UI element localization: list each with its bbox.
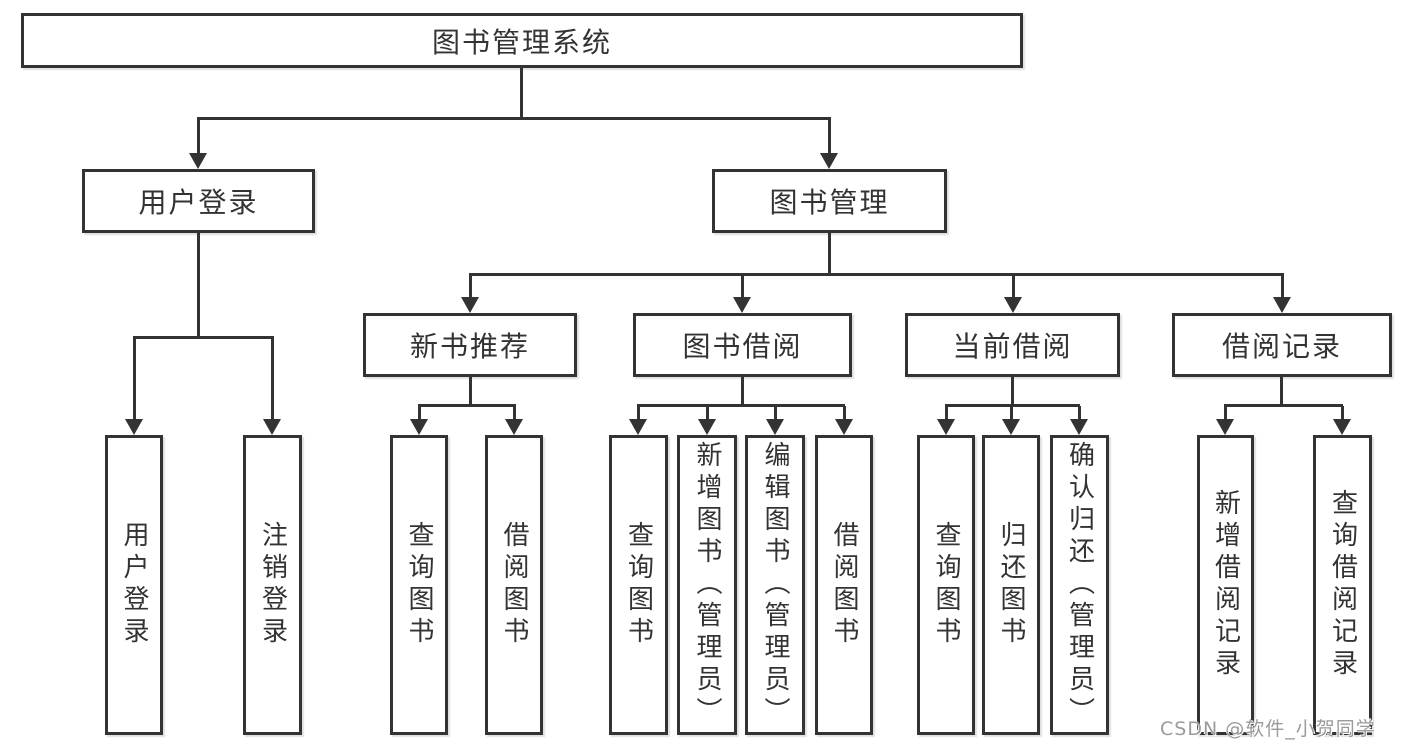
node-leaf-logout: 注销登录 bbox=[243, 435, 302, 735]
node-leaf-query-books-1: 查询图书 bbox=[390, 435, 448, 735]
connector-line bbox=[945, 404, 1080, 407]
connector-line bbox=[197, 117, 831, 120]
node-leaf-confirm-return-admin: 确认归还（管理员） bbox=[1050, 435, 1109, 735]
node-label: 新增图书（管理员） bbox=[692, 441, 722, 729]
node-leaf-query-books-2: 查询图书 bbox=[609, 435, 668, 735]
node-book-borrowing: 图书借阅 bbox=[633, 313, 852, 377]
connector-line bbox=[1280, 377, 1283, 407]
node-leaf-add-books-admin: 新增图书（管理员） bbox=[677, 435, 737, 735]
node-leaf-borrow-books-1: 借阅图书 bbox=[485, 435, 543, 735]
arrow-down-icon bbox=[410, 406, 429, 435]
connector-line bbox=[520, 68, 523, 119]
node-label: 用户登录 bbox=[138, 186, 259, 219]
node-label: 查询图书 bbox=[931, 521, 961, 649]
connector-line bbox=[1224, 404, 1343, 407]
node-label: 借阅记录 bbox=[1221, 330, 1342, 363]
arrow-down-icon bbox=[629, 406, 648, 435]
connector-line bbox=[1011, 377, 1014, 407]
connector-line bbox=[197, 233, 200, 339]
watermark: CSDN @软件_小贺同学 bbox=[1160, 718, 1376, 740]
node-leaf-return-books: 归还图书 bbox=[982, 435, 1040, 735]
connector-line bbox=[741, 377, 744, 407]
node-leaf-query-books-3: 查询图书 bbox=[917, 435, 975, 735]
arrow-down-icon bbox=[820, 119, 839, 169]
connector-line bbox=[637, 404, 845, 407]
connector-line bbox=[418, 404, 516, 407]
node-leaf-query-borrow-record: 查询借阅记录 bbox=[1313, 435, 1372, 735]
node-leaf-add-borrow-record: 新增借阅记录 bbox=[1197, 435, 1254, 735]
arrow-down-icon bbox=[1070, 406, 1089, 435]
node-label: 图书管理 bbox=[769, 186, 890, 219]
node-label: 编辑图书（管理员） bbox=[760, 441, 790, 729]
node-book-management: 图书管理 bbox=[712, 169, 947, 233]
connector-line bbox=[469, 377, 472, 407]
node-label: 图书借阅 bbox=[682, 330, 803, 363]
arrow-down-icon bbox=[766, 406, 785, 435]
node-label: 确认归还（管理员） bbox=[1064, 441, 1095, 729]
node-label: 查询图书 bbox=[623, 521, 654, 649]
node-leaf-borrow-books-2: 借阅图书 bbox=[815, 435, 873, 735]
arrow-down-icon bbox=[1002, 406, 1021, 435]
node-leaf-user-login: 用户登录 bbox=[105, 435, 163, 735]
node-user-login-group: 用户登录 bbox=[82, 169, 315, 233]
arrow-down-icon bbox=[461, 275, 480, 313]
arrow-down-icon bbox=[698, 406, 717, 435]
node-label: 查询借阅记录 bbox=[1327, 489, 1358, 681]
node-leaf-edit-books-admin: 编辑图书（管理员） bbox=[745, 435, 805, 735]
arrow-down-icon bbox=[1004, 275, 1023, 313]
arrow-down-icon bbox=[189, 119, 208, 169]
node-label: 借阅图书 bbox=[829, 521, 859, 649]
arrow-down-icon bbox=[1273, 275, 1292, 313]
arrow-down-icon bbox=[125, 338, 144, 435]
node-label: 当前借阅 bbox=[952, 330, 1073, 363]
node-library-management-system: 图书管理系统 bbox=[21, 13, 1023, 68]
node-borrowing-records: 借阅记录 bbox=[1172, 313, 1392, 377]
node-label: 查询图书 bbox=[404, 521, 434, 649]
arrow-down-icon bbox=[733, 275, 752, 313]
connector-line bbox=[133, 336, 274, 339]
node-label: 图书管理系统 bbox=[431, 25, 612, 59]
node-new-book-recommend: 新书推荐 bbox=[363, 313, 577, 377]
arrow-down-icon bbox=[1333, 406, 1352, 435]
node-label: 新增借阅记录 bbox=[1210, 489, 1241, 681]
node-current-borrowing: 当前借阅 bbox=[905, 313, 1120, 377]
arrow-down-icon bbox=[263, 338, 282, 435]
arrow-down-icon bbox=[505, 406, 524, 435]
node-label: 归还图书 bbox=[996, 521, 1026, 649]
connector-line bbox=[469, 273, 1284, 276]
node-label: 借阅图书 bbox=[499, 521, 529, 649]
connector-line bbox=[828, 233, 831, 276]
arrow-down-icon bbox=[937, 406, 956, 435]
arrow-down-icon bbox=[1216, 406, 1235, 435]
node-label: 注销登录 bbox=[257, 521, 288, 649]
node-label: 用户登录 bbox=[119, 521, 149, 649]
node-label: 新书推荐 bbox=[409, 330, 530, 363]
arrow-down-icon bbox=[835, 406, 854, 435]
